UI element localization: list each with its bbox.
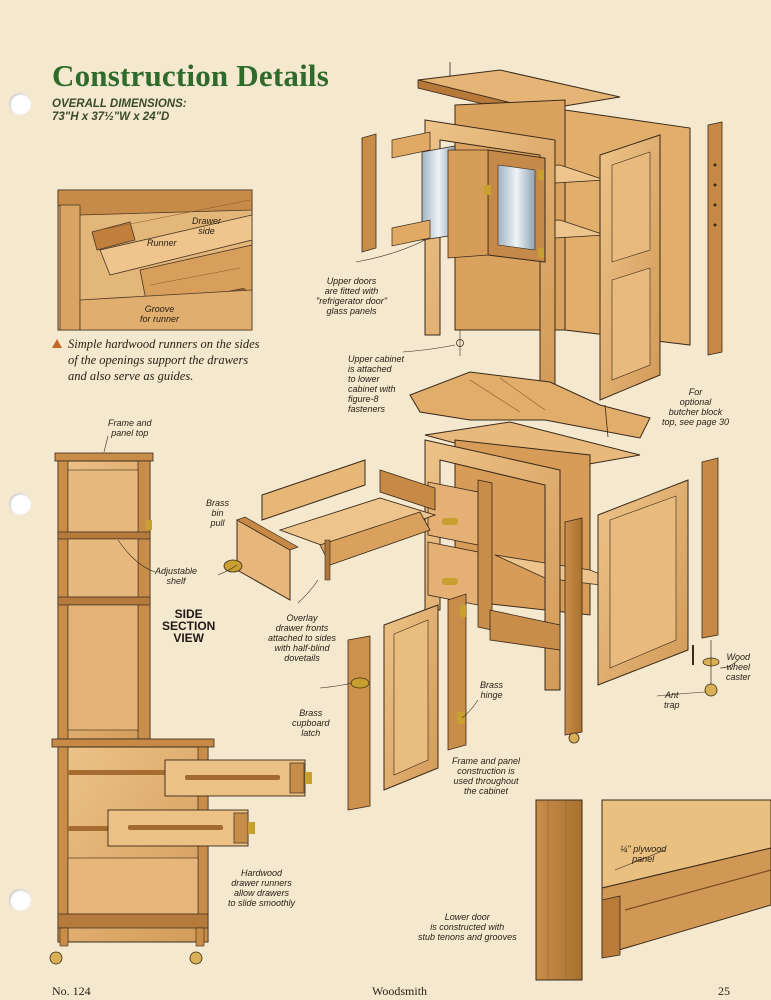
binder-hole-top xyxy=(9,93,31,115)
label-brass-cupboard-latch: Brass cupboard latch xyxy=(292,708,330,738)
label-ant-trap: Ant trap xyxy=(664,690,680,710)
drawer-drawing xyxy=(223,459,437,601)
page-title: Construction Details xyxy=(52,58,329,93)
label-frame-panel-top: Frame and panel top xyxy=(108,418,152,438)
page-number: 25 xyxy=(718,984,730,998)
doors-drawing xyxy=(347,593,467,811)
label-overlay-drawer-fronts: Overlay drawer fronts attached to sides … xyxy=(268,613,337,663)
runner-caption: Simple hardwood runners on the sides of … xyxy=(68,337,260,383)
label-wood-wheel-caster: Wood wheel caster xyxy=(726,652,751,682)
lower-door-detail-drawing xyxy=(535,799,771,981)
label-hardwood-runners: Hardwood drawer runners allow drawers to… xyxy=(228,868,296,908)
label-brass-bin-pull: Brass bin pull xyxy=(206,498,230,528)
label-butcher-block: For optional butcher block top, see page… xyxy=(662,387,730,427)
side-section-drawing xyxy=(49,452,312,965)
label-lower-door: Lower door is constructed with stub teno… xyxy=(418,912,517,942)
label-runner: Runner xyxy=(147,238,177,248)
label-plywood-panel: ¼" plywood panel xyxy=(620,844,667,864)
label-frame-panel-construction: Frame and panel construction is used thr… xyxy=(452,756,521,796)
label-upper-doors: Upper doors are fitted with "refrigerato… xyxy=(316,276,387,316)
upper-cabinet-drawing xyxy=(361,62,723,401)
caption-bullet-icon xyxy=(52,339,62,348)
binder-hole-bottom xyxy=(9,889,31,911)
dimensions-value: 73"H x 37½"W x 24"D xyxy=(52,111,170,123)
leader-lines xyxy=(103,239,739,871)
label-adjustable-shelf: Adjustable shelf xyxy=(155,566,198,586)
issue-number: No. 124 xyxy=(52,984,91,998)
butcher-block-drawing xyxy=(409,371,651,439)
label-upper-cabinet: Upper cabinet is attached to lower cabin… xyxy=(348,354,405,414)
label-brass-hinge: Brass hinge xyxy=(480,680,504,700)
label-drawer-side: Drawer side xyxy=(192,216,222,236)
magazine-name: Woodsmith xyxy=(372,984,428,998)
dimensions-heading: OVERALL DIMENSIONS: xyxy=(52,98,187,110)
label-groove: Groove for runner xyxy=(140,304,180,324)
runner-detail-drawing xyxy=(57,189,253,331)
side-section-heading: SIDE SECTION VIEW xyxy=(162,607,216,645)
binder-hole-middle xyxy=(9,493,31,515)
